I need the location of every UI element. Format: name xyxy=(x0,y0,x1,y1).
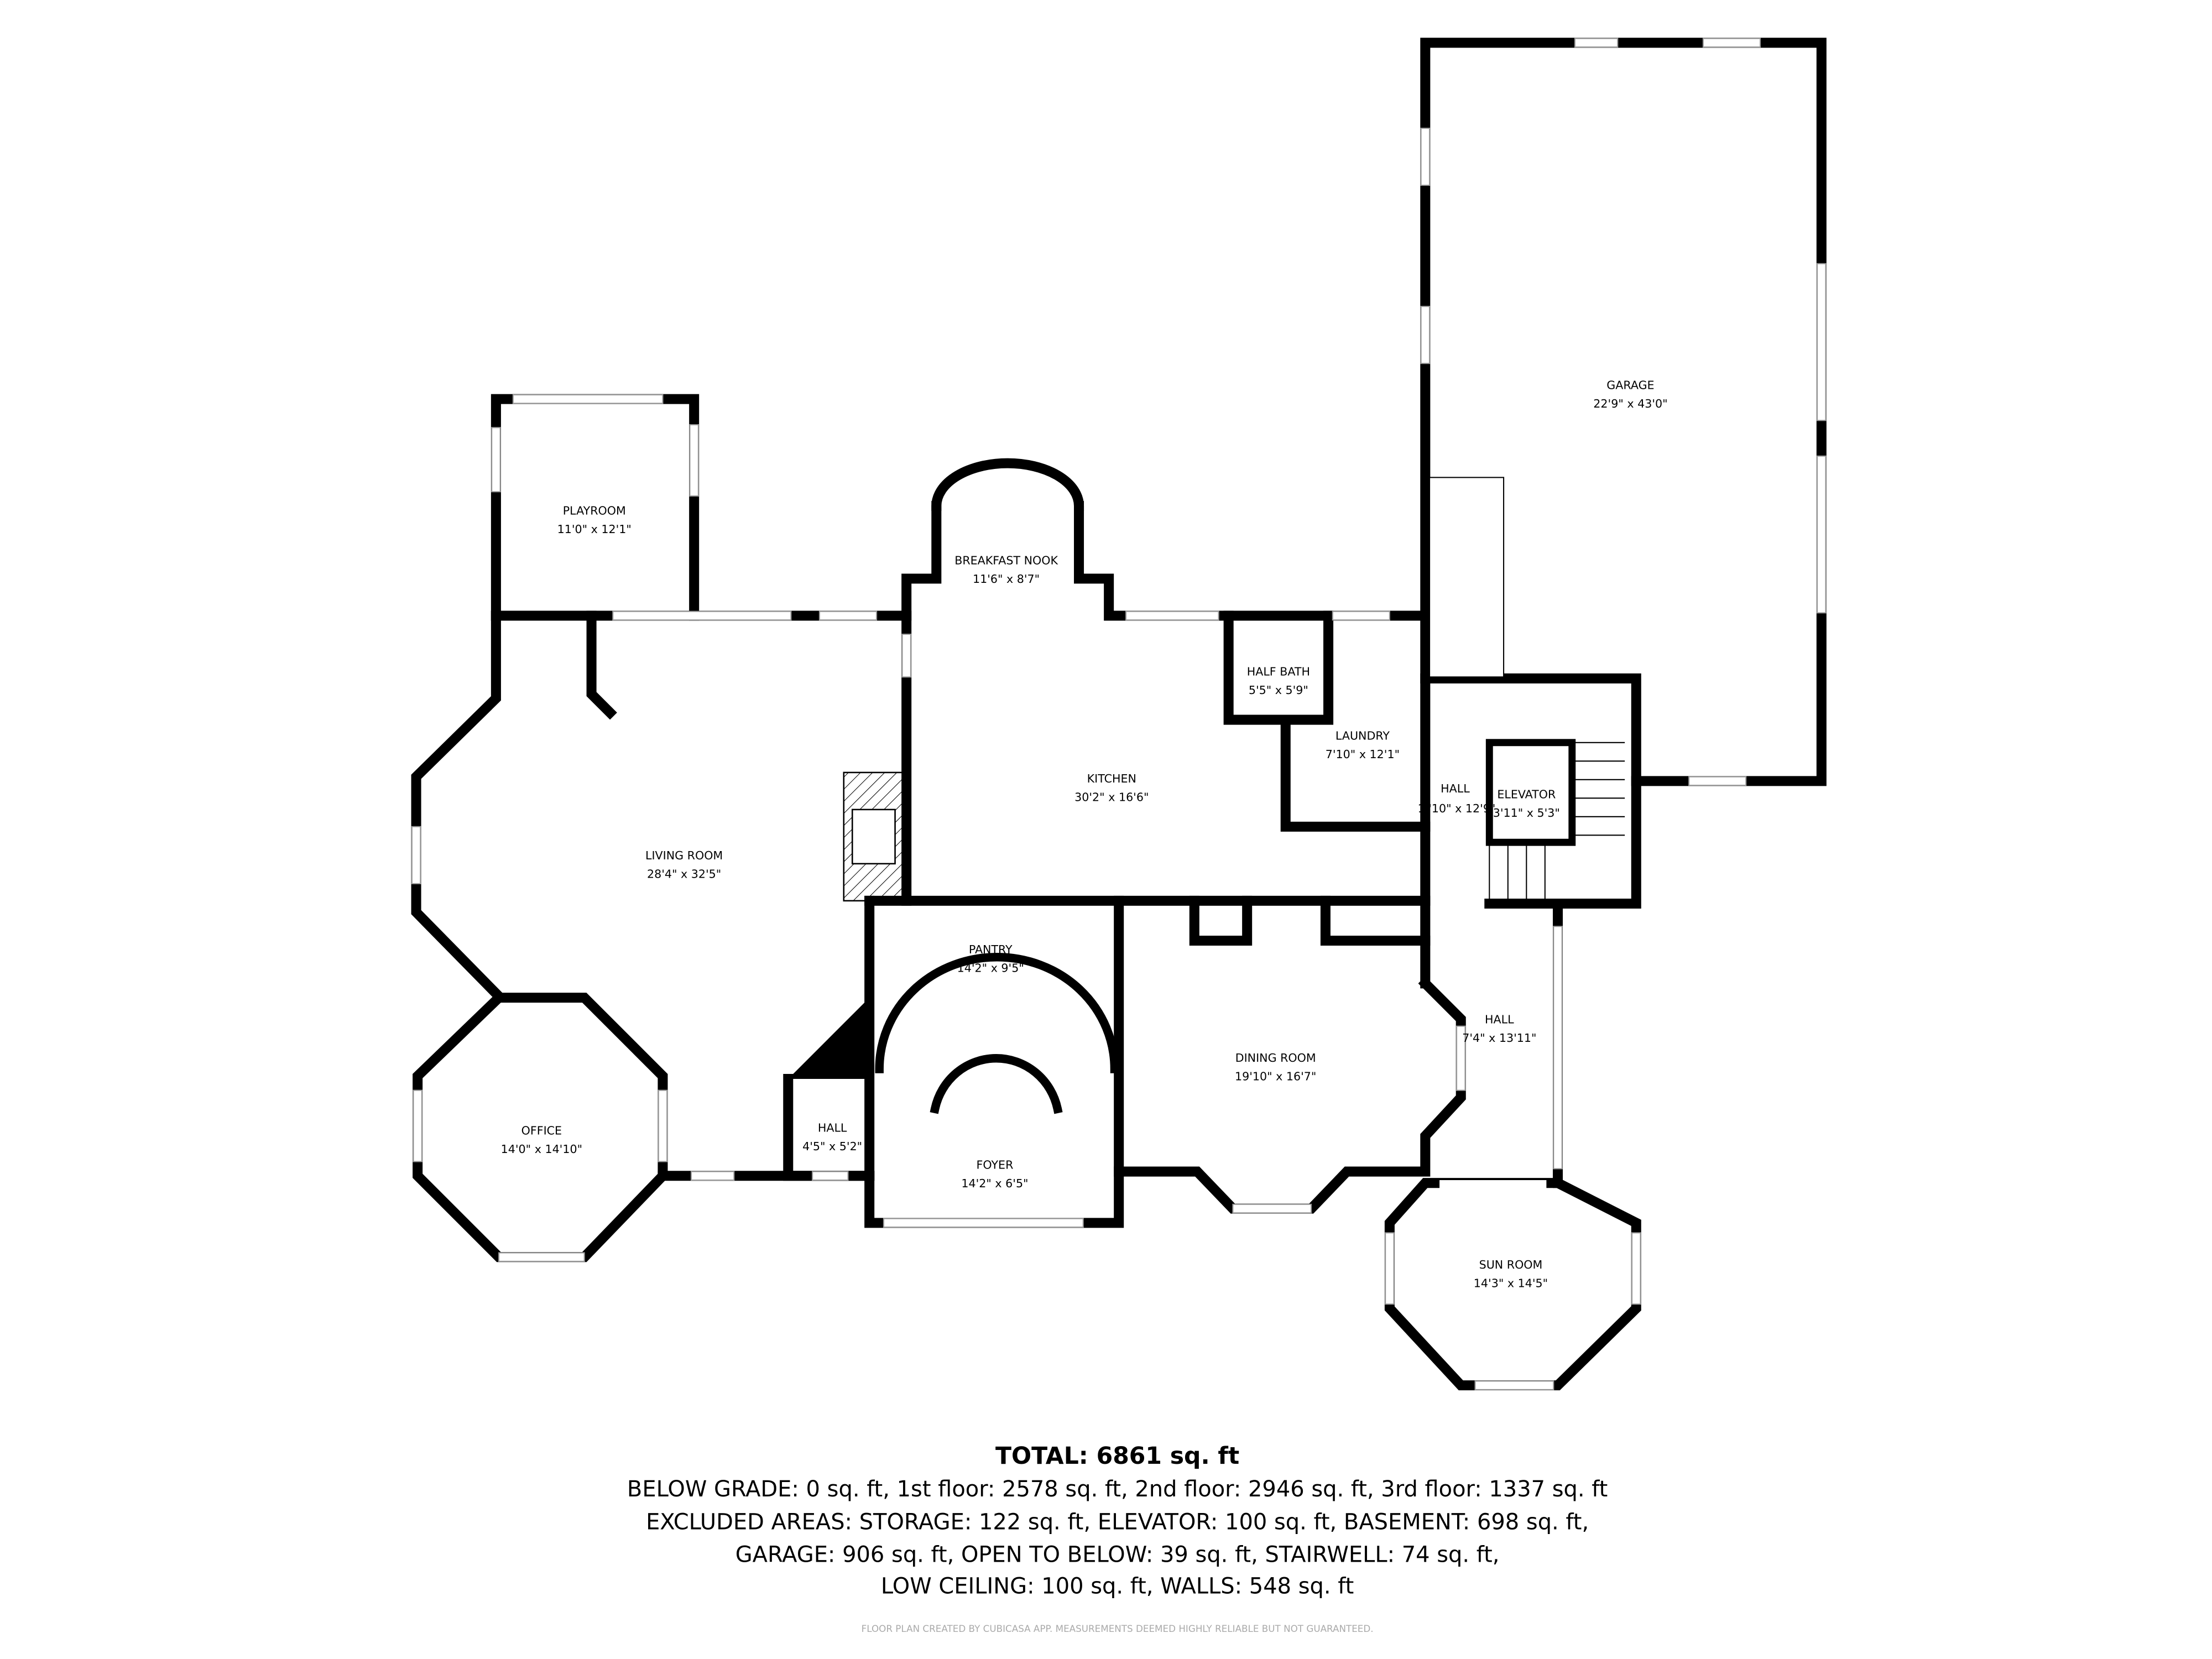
room-name: BREAKFAST NOOK xyxy=(954,554,1058,567)
room-name: LIVING ROOM xyxy=(645,849,723,862)
room-dims: 19'10" x 16'7" xyxy=(1235,1070,1316,1083)
walls xyxy=(411,38,1827,1391)
room-name: DINING ROOM xyxy=(1235,1051,1316,1065)
room-dims: 4'5" x 5'2" xyxy=(802,1140,862,1153)
summary-line: BELOW GRADE: 0 sq. ft, 1st floor: 2578 s… xyxy=(627,1477,1608,1502)
total-area: TOTAL: 6861 sq. ft xyxy=(995,1443,1239,1470)
room-name: HALL xyxy=(818,1121,847,1134)
room-dims: 7'4" x 13'11" xyxy=(1462,1031,1536,1045)
room-name: PLAYROOM xyxy=(563,504,626,517)
room-name: SUN ROOM xyxy=(1479,1258,1543,1271)
stairs xyxy=(875,742,1625,1114)
room-name: KITCHEN xyxy=(1087,772,1136,785)
room-name: FOYER xyxy=(977,1158,1014,1171)
disclaimer: FLOOR PLAN CREATED BY CUBICASA APP. MEAS… xyxy=(862,1623,1374,1634)
room-dims: 7'10" x 12'1" xyxy=(1326,748,1400,761)
room-dims: 14'2" x 6'5" xyxy=(961,1177,1028,1190)
summary-line: EXCLUDED AREAS: STORAGE: 122 sq. ft, ELE… xyxy=(646,1509,1589,1535)
room-dims: 1 '10" x 12'9" xyxy=(1418,802,1496,815)
room-dims: 14'0" x 14'10" xyxy=(501,1142,582,1156)
summary-line: GARAGE: 906 sq. ft, OPEN TO BELOW: 39 sq… xyxy=(735,1542,1500,1568)
room-name: PANTRY xyxy=(969,943,1013,956)
room-dims: 11'0" x 12'1" xyxy=(557,523,632,536)
room-name: LAUNDRY xyxy=(1335,729,1390,743)
room-dims: 14'2" x 9'5" xyxy=(957,962,1024,975)
room-dims: 30'2" x 16'6" xyxy=(1074,790,1149,804)
room-dims: 3'11" x 5'3" xyxy=(1493,806,1560,820)
room-name: OFFICE xyxy=(521,1124,562,1138)
room-labels: PLAYROOM 11'0" x 12'1" BREAKFAST NOOK 11… xyxy=(501,379,1668,1290)
windows xyxy=(411,38,1827,1390)
open-to-below-triangle xyxy=(788,998,870,1079)
room-name: GARAGE xyxy=(1606,379,1654,392)
room-name: HALF BATH xyxy=(1247,665,1310,679)
room-dims: 14'3" x 14'5" xyxy=(1474,1276,1548,1290)
room-dims: 28'4" x 32'5" xyxy=(647,868,721,881)
room-dims: 11'6" x 8'7" xyxy=(973,572,1040,586)
room-name: ELEVATOR xyxy=(1497,787,1556,801)
area-summary: TOTAL: 6861 sq. ft BELOW GRADE: 0 sq. ft… xyxy=(627,1443,1608,1634)
summary-line: LOW CEILING: 100 sq. ft, WALLS: 548 sq. … xyxy=(881,1573,1354,1599)
room-name: HALL xyxy=(1485,1013,1514,1026)
room-dims: 5'5" x 5'9" xyxy=(1249,684,1308,697)
room-dims: 22'9" x 43'0" xyxy=(1593,397,1667,410)
room-name: HALL xyxy=(1441,782,1470,795)
fireplace xyxy=(843,771,907,902)
